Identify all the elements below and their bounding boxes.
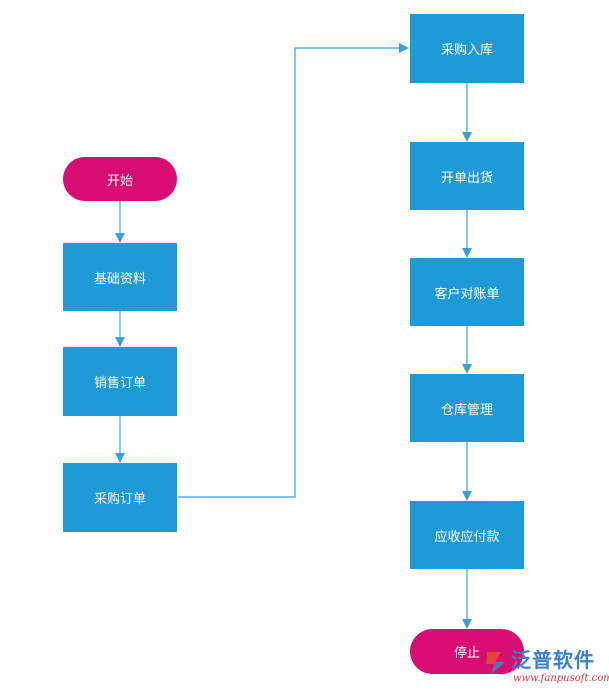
issue-goods-step: 开单出货: [410, 142, 524, 210]
payables-receivables-step: 应收应付款: [410, 501, 524, 569]
sales-order-label: 销售订单: [93, 376, 146, 391]
stop-label: 停止: [454, 646, 481, 661]
purchase-inbound-step: 采购入库: [410, 14, 524, 83]
start-terminal: 开始: [63, 157, 177, 201]
arrow-purchase-order-to-purchase-inbound: [178, 43, 409, 498]
purchase-order-label: 采购订单: [93, 492, 146, 507]
purchase-inbound-label: 采购入库: [440, 43, 493, 58]
customer-statement-step: 客户对账单: [410, 258, 524, 326]
customer-statement-label: 客户对账单: [434, 286, 500, 302]
brand-url: www.fanpusoft.com: [513, 673, 609, 684]
warehouse-mgmt-step: 仓库管理: [410, 374, 524, 442]
purchase-order-step: 采购订单: [63, 463, 177, 532]
basic-data-step: 基础资料: [63, 243, 177, 311]
stop-terminal: 停止: [410, 629, 524, 674]
brand-watermark: 泛普软件 www.fanpusoft.com: [483, 642, 609, 688]
basic-data-label: 基础资料: [93, 271, 146, 287]
payables-receivables-label: 应收应付款: [434, 529, 500, 545]
warehouse-mgmt-label: 仓库管理: [440, 402, 493, 418]
fanpu-logo-icon: [486, 652, 505, 674]
sales-order-step: 销售订单: [63, 347, 177, 416]
start-label: 开始: [106, 173, 133, 189]
issue-goods-label: 开单出货: [440, 170, 493, 186]
brand-name: 泛普软件: [511, 648, 595, 672]
